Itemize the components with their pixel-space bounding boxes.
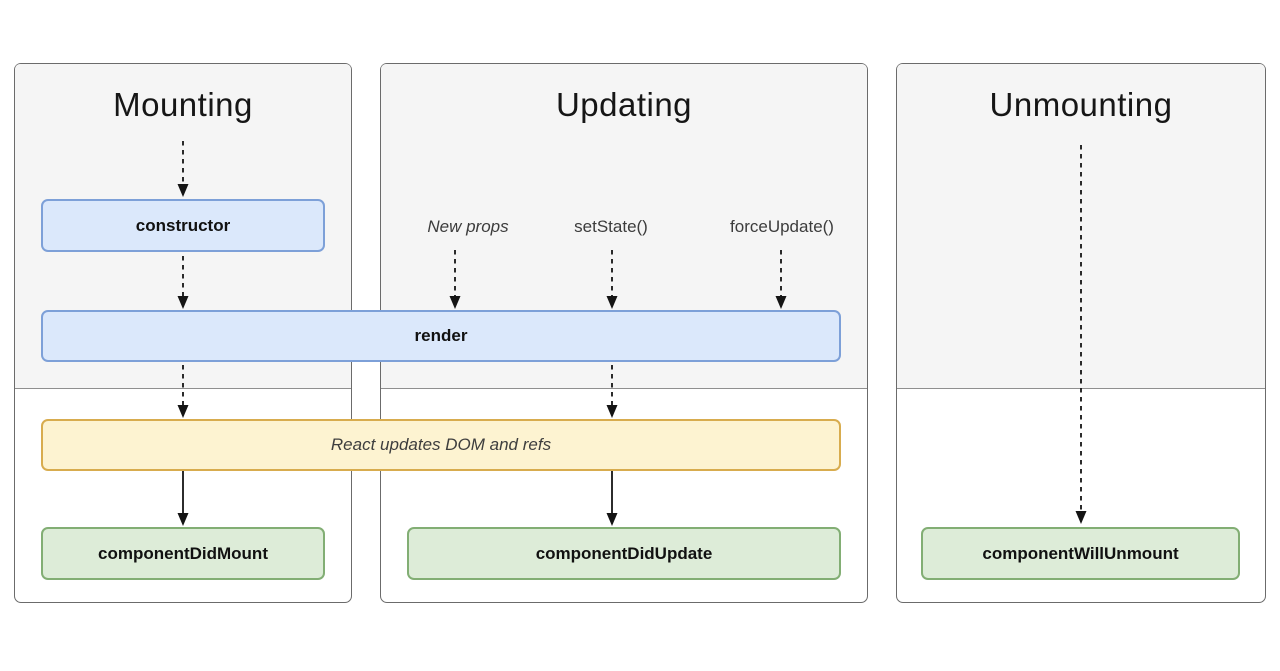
unmounting-title: Unmounting <box>989 86 1173 123</box>
componentdidmount-box[interactable]: componentDidMount <box>41 527 325 580</box>
trigger-setstate: setState() <box>574 217 648 236</box>
trigger-new-props: New props <box>427 217 509 236</box>
updating-title: Updating <box>555 86 693 123</box>
trigger-forceupdate: forceUpdate() <box>730 217 834 236</box>
componentdidupdate-box[interactable]: componentDidUpdate <box>407 527 841 580</box>
column-unmounting: Unmounting <box>896 63 1266 603</box>
render-box[interactable]: render <box>41 310 841 362</box>
react-updates-dom-box: React updates DOM and refs <box>41 419 841 471</box>
componentwillunmount-box[interactable]: componentWillUnmount <box>921 527 1240 580</box>
constructor-box[interactable]: constructor <box>41 199 325 252</box>
mounting-title: Mounting <box>113 86 253 123</box>
